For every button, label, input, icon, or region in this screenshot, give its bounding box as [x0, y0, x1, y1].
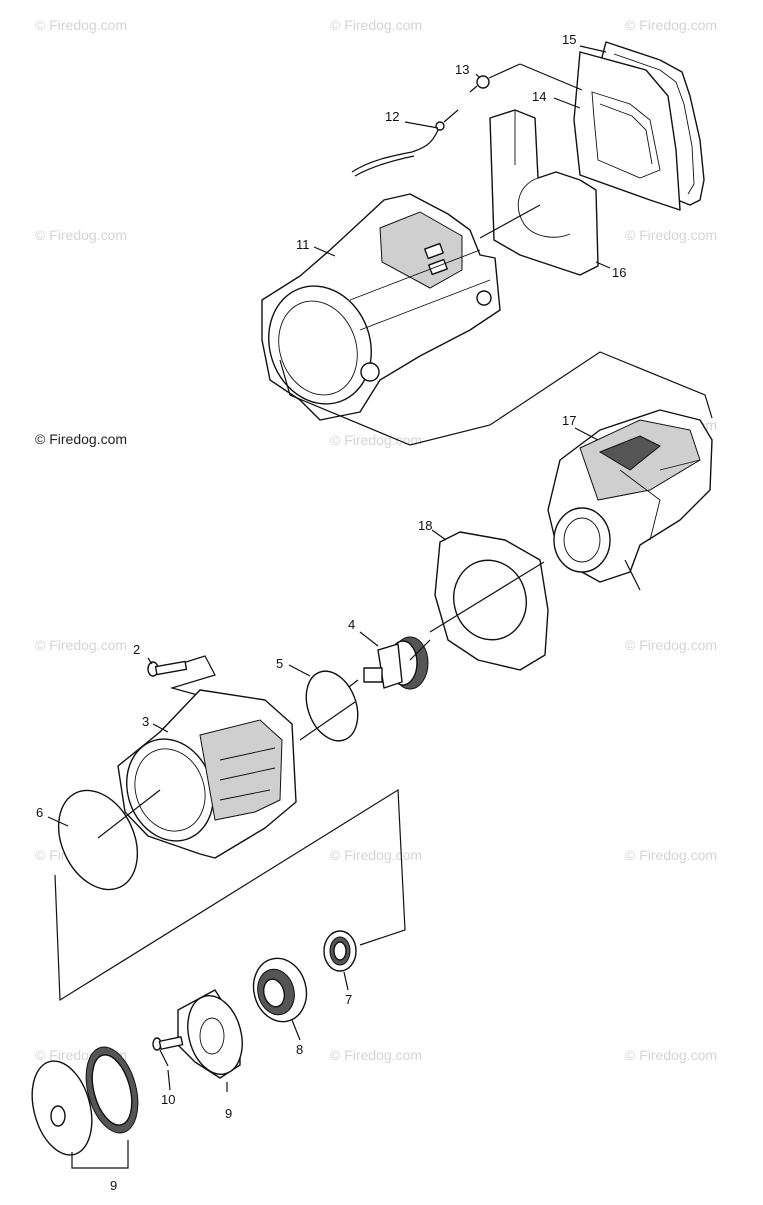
callout-9-cover: 9	[110, 1178, 117, 1193]
callout-16: 16	[612, 265, 626, 280]
part-11-housing	[261, 193, 501, 421]
callout-13: 13	[455, 62, 469, 77]
callout-14: 14	[532, 89, 546, 104]
part-14-cover	[573, 51, 681, 211]
watermark: © Firedog.com	[625, 1047, 717, 1063]
watermark: © Firedog.com	[35, 637, 127, 653]
part-13-screw	[469, 63, 583, 93]
callout-3: 3	[142, 714, 149, 729]
part-16-insulator	[489, 109, 599, 276]
callout-8: 8	[296, 1042, 303, 1057]
watermark: © Firedog.com	[625, 847, 717, 863]
part-8-bearing	[252, 957, 308, 1023]
callout-4: 4	[348, 617, 355, 632]
callout-11: 11	[296, 237, 310, 252]
callout-7: 7	[345, 992, 352, 1007]
watermark: © Firedog.com	[330, 432, 422, 448]
watermark-dark: © Firedog.com	[35, 431, 127, 447]
assembly-guide-lines-upper	[279, 204, 713, 446]
watermark: © Firedog.com	[625, 227, 717, 243]
callout-5: 5	[276, 656, 283, 671]
part-3-motor-housing	[117, 689, 297, 859]
leader-lines	[47, 45, 611, 1091]
part-4-pinion-gear	[344, 636, 429, 691]
part-9-cover-plate-and-gasket	[31, 1046, 228, 1169]
callout-6: 6	[36, 805, 43, 820]
callout-10: 10	[161, 1092, 175, 1107]
callout-15: 15	[562, 32, 576, 47]
callout-labels: 2 3 4 5 6 7 8 9 9 10 11 12 13 14 15 16 1…	[36, 32, 626, 1193]
part-5-o-ring	[305, 670, 359, 742]
callout-17: 17	[562, 413, 576, 428]
callout-9-holder: 9	[225, 1106, 232, 1121]
watermark: © Firedog.com	[330, 847, 422, 863]
part-6-gasket	[57, 789, 139, 891]
watermark: © Firedog.com	[35, 17, 127, 33]
watermark: © Firedog.com	[330, 1047, 422, 1063]
watermark: © Firedog.com	[625, 637, 717, 653]
callout-18: 18	[418, 518, 432, 533]
part-2-screw	[147, 655, 216, 698]
callout-2: 2	[133, 642, 140, 657]
watermark: © Firedog.com	[35, 227, 127, 243]
part-12-wire	[351, 109, 459, 177]
watermark: © Firedog.com	[330, 17, 422, 33]
assembly-guide-lines-lower	[54, 639, 431, 1002]
part-17-motor-assembly	[547, 409, 713, 591]
part-10-screw	[152, 1036, 184, 1067]
part-18-end-plate	[429, 531, 549, 671]
watermark: © Firedog.com	[625, 17, 717, 33]
part-7-oil-seal	[323, 930, 357, 972]
part-9-bearing-holder	[177, 989, 243, 1079]
callout-12: 12	[385, 109, 399, 124]
